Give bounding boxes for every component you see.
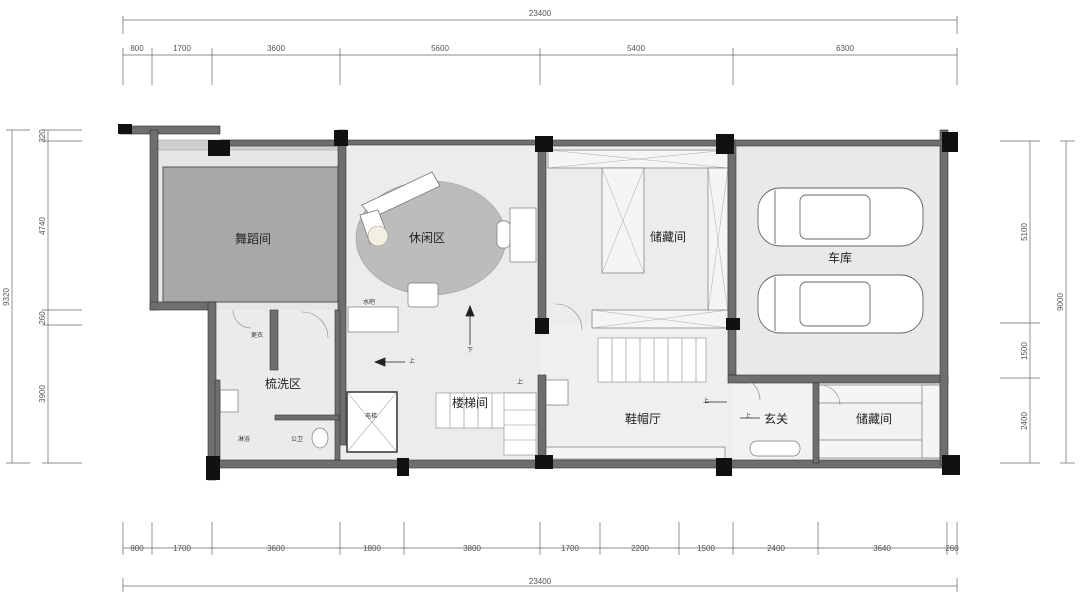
dim-right-3: 2400 [1020,412,1029,430]
dimension-lines [6,16,1075,592]
label-up-4: 上 [745,412,751,420]
label-down: 下 [467,347,473,354]
dim-bottom-4: 1800 [363,544,381,553]
room-stair: 楼梯间 [452,395,488,410]
main-stair [597,337,707,383]
dim-left-2: 4740 [38,217,47,235]
room-storage-top: 储藏间 [650,229,686,244]
dim-bottom-3: 3600 [267,544,285,553]
columns [118,124,960,480]
stairwell-stair [435,392,537,456]
walls [119,125,951,481]
label-toilet: 公卫 [291,436,303,443]
room-shoe: 鞋帽厅 [625,411,661,426]
room-dance: 舞蹈间 [235,232,271,246]
water-bar-counter [347,306,399,333]
dim-left-3: 260 [38,311,47,325]
label-up-2: 上 [517,378,523,386]
doors [232,303,841,406]
dim-top-4: 5600 [431,44,449,53]
dim-right-total: 9000 [1056,293,1065,311]
dim-left-1: 320 [38,129,47,143]
dim-right-2: 1500 [1020,342,1029,360]
dim-bottom-2: 1700 [173,544,191,553]
room-foyer: 玄关 [764,411,788,426]
dim-left-4: 3900 [38,385,47,403]
dim-bottom-10: 3640 [873,544,891,553]
room-garage: 车库 [828,250,852,265]
lounge-side-table [367,225,389,247]
label-elevator: 电梯 [365,412,377,420]
dim-bottom-8: 1500 [697,544,715,553]
dim-bottom-5: 3800 [463,544,481,553]
toilet-fixture [311,427,329,449]
shoe-hall-table [542,379,569,406]
dim-top-total: 23400 [529,9,552,18]
wash-basin [219,389,239,413]
car-1 [757,187,924,247]
room-storage-bottom: 储藏间 [856,411,892,426]
dim-right-1: 5100 [1020,223,1029,241]
dim-left-total: 9320 [2,288,11,306]
dim-bottom-1: 800 [130,544,144,553]
dim-top-1: 800 [130,44,144,53]
dim-bottom-7: 2200 [631,544,649,553]
lounge-armchair [407,282,439,308]
dim-bottom-total: 23400 [529,577,552,586]
dim-top-2: 1700 [173,44,191,53]
dim-top-5: 5400 [627,44,645,53]
room-wash: 梳洗区 [265,376,301,391]
dim-bottom-9: 2400 [767,544,785,553]
label-changing: 更衣 [251,331,263,339]
dim-top-3: 3600 [267,44,285,53]
shoe-cabinet [544,446,726,460]
stair-arrows [373,304,760,419]
label-up-1: 上 [409,357,415,365]
label-up-3: 上 [703,397,709,405]
car-2 [757,274,924,334]
dim-bottom-11: 260 [945,544,959,553]
dim-bottom-6: 1700 [561,544,579,553]
dance-floor [162,166,339,303]
label-shower: 淋浴 [238,435,250,443]
lounge-shelf [509,207,537,263]
lounge-bench [496,220,511,249]
dimension-labels: 23400 800 1700 3600 5600 5400 6300 800 1… [2,9,1065,586]
foyer-bench [749,440,801,457]
room-lounge: 休闲区 [409,231,445,245]
dim-top-6: 6300 [836,44,854,53]
label-water-bar: 水吧 [363,298,375,306]
